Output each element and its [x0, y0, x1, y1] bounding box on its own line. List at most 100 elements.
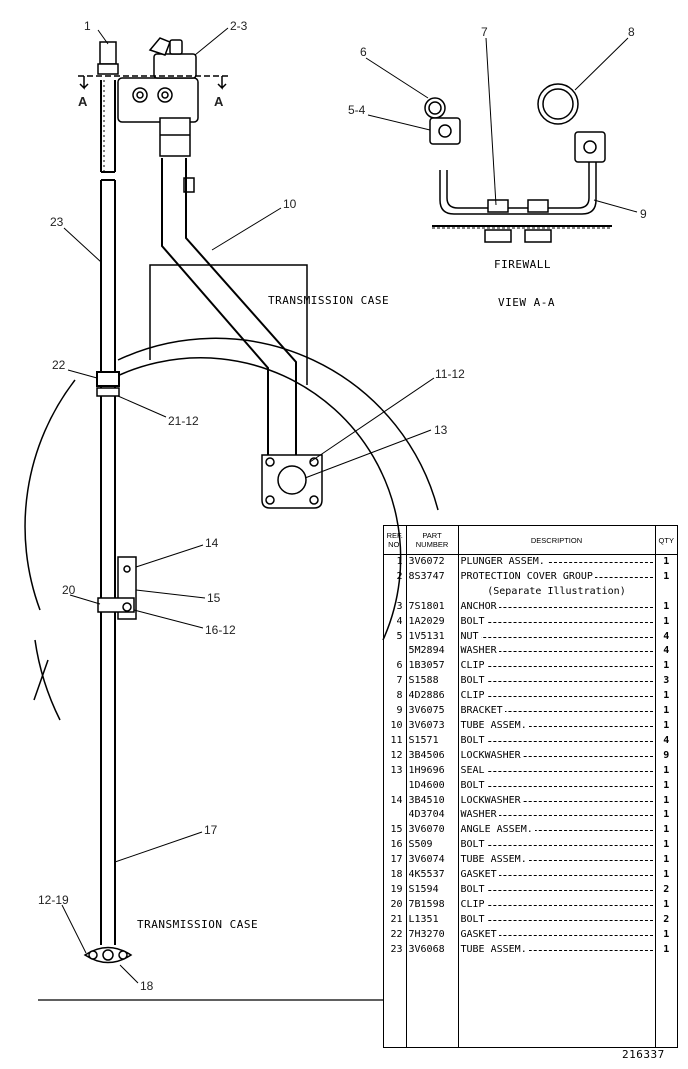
cell-qty: 3 — [663, 675, 670, 687]
cell-part-number: 3B4510 — [406, 793, 459, 809]
cell-ref-no: 6 — [384, 659, 407, 675]
cell-part-number — [406, 584, 459, 600]
callout-14: 14 — [205, 536, 219, 550]
header-description: DESCRIPTION — [458, 526, 656, 555]
cell-description: SEAL — [458, 763, 656, 779]
cell-description: NUT — [458, 629, 656, 645]
cell-qty: 1 — [663, 705, 670, 717]
cell-qty: 1 — [663, 779, 670, 791]
leader-lines — [61, 27, 638, 984]
cell-description: BOLT — [458, 882, 656, 898]
cell-qty: 1 — [663, 719, 670, 731]
cell-description: GASKET — [458, 927, 656, 943]
cell-description: BOLT — [458, 733, 656, 749]
cell-part-number: 4K5537 — [406, 868, 459, 883]
cell-part-number: 5M2894 — [406, 644, 459, 660]
cell-qty: 1 — [663, 615, 670, 627]
cell-part-number: 3V6072 — [406, 554, 459, 570]
cell-ref-no: 18 — [384, 868, 407, 883]
cell-part-number: 1D4600 — [406, 778, 459, 794]
bottom-flange-18 — [83, 946, 133, 964]
tube-assembly-23-17 — [100, 80, 116, 945]
cell-qty: 4 — [663, 734, 670, 746]
transmission-case-left-arc — [33, 659, 49, 701]
cell-qty: 2 — [663, 913, 670, 925]
cell-qty: 1 — [663, 869, 670, 881]
cell-part-number: 3V6073 — [406, 718, 459, 734]
cell-qty: 1 — [663, 600, 670, 612]
cell-part-number: 1B3057 — [406, 659, 459, 675]
cell-qty: 2 — [663, 883, 670, 895]
cell-part-number: 3V6074 — [406, 853, 459, 869]
cell-ref-no: 2 — [384, 569, 407, 585]
cell-ref-no: 23 — [384, 942, 407, 958]
cell-part-number: S1588 — [406, 674, 459, 690]
cell-description: BOLT — [458, 838, 656, 854]
cell-description: WASHER — [458, 644, 656, 660]
callout-5-4: 5-4 — [348, 103, 366, 117]
cell-ref-no: 22 — [384, 927, 407, 943]
cell-ref-no: 8 — [384, 689, 407, 705]
cell-part-number: L1351 — [406, 912, 459, 928]
cell-description: TUBE ASSEM. — [458, 718, 656, 734]
callout-8: 8 — [628, 25, 635, 39]
callout-9: 9 — [640, 207, 647, 221]
callout-17: 17 — [204, 823, 218, 837]
flange-13 — [261, 454, 323, 509]
cell-part-number: 1A2029 — [406, 614, 459, 630]
cell-part-number: 1V5131 — [406, 629, 459, 645]
cell-qty: 1 — [663, 898, 670, 910]
section-line-a-a — [78, 75, 228, 90]
cell-description: TUBE ASSEM. — [458, 942, 656, 958]
callout-7: 7 — [481, 25, 488, 39]
cell-part-number: 3B4506 — [406, 748, 459, 764]
callout-10: 10 — [283, 197, 297, 211]
cell-description: ANGLE ASSEM. — [458, 823, 656, 839]
cell-ref-no — [384, 644, 407, 660]
table-row: (Separate Illustration) — [384, 584, 677, 600]
cell-description: PROTECTION COVER GROUP — [458, 569, 656, 585]
header-ref-no: REF. NO. — [384, 526, 407, 555]
cell-ref-no: 21 — [384, 912, 407, 928]
cell-description: (Separate Illustration) — [458, 584, 656, 600]
label-firewall: FIREWALL — [494, 258, 551, 271]
cell-qty — [655, 585, 677, 600]
callout-22: 22 — [52, 358, 66, 372]
callout-20: 20 — [62, 583, 76, 597]
tube-assembly-10 — [161, 158, 297, 455]
angle-assembly-15 — [97, 556, 137, 620]
label-transmission-case-upper: TRANSMISSION CASE — [268, 294, 389, 307]
cell-ref-no: 7 — [384, 674, 407, 690]
callout-21-12: 21-12 — [168, 414, 199, 428]
cell-qty: 1 — [663, 764, 670, 776]
callout-6: 6 — [360, 45, 367, 59]
cell-qty: 1 — [663, 854, 670, 866]
figure-number: 216337 — [622, 1048, 665, 1061]
cell-part-number: 3V6068 — [406, 942, 459, 958]
cell-description: CLIP — [458, 689, 656, 705]
transmission-case-outer-arc — [24, 379, 76, 721]
cell-description: ANCHOR — [458, 599, 656, 615]
cell-ref-no: 4 — [384, 614, 407, 630]
cell-part-number: S1571 — [406, 733, 459, 749]
cell-description: PLUNGER ASSEM. — [458, 554, 656, 570]
cell-part-number: 4D3704 — [406, 808, 459, 824]
plunger-assembly — [97, 41, 119, 75]
